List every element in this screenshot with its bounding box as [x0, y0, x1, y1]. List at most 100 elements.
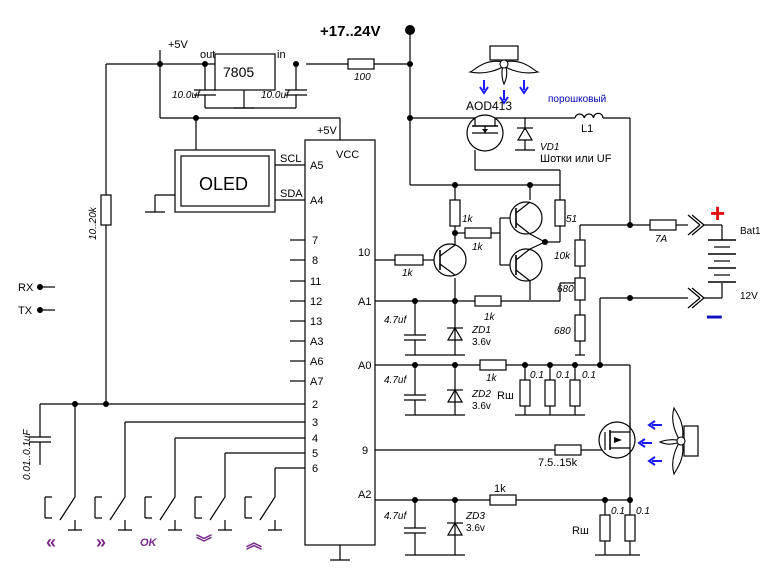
zd1-v-label: 3.6v	[472, 337, 491, 348]
reg-out-label: out	[200, 49, 215, 61]
sda-label: SDA	[280, 188, 303, 200]
mosfet-fan	[598, 421, 636, 470]
fan-right-icon	[658, 406, 699, 476]
vd1-note: Шотки или UF	[540, 153, 612, 165]
button-switches	[44, 490, 282, 531]
r-10k-label: 10k	[554, 251, 571, 262]
r01c-label: 0.1	[582, 370, 596, 381]
regulator-label: 7805	[223, 64, 254, 80]
pullup-label: 10..20k	[88, 206, 99, 240]
button-label-left: «	[46, 532, 56, 552]
r-in-label: 100	[354, 72, 371, 83]
inductor-l1	[574, 112, 604, 119]
plus5-label-mcu: +5V	[317, 125, 338, 137]
pin-a5: A5	[310, 160, 323, 172]
r-a2-label: 1k	[494, 483, 506, 495]
button-label-up: ︽	[246, 533, 262, 552]
r01e-label: 0.1	[636, 506, 650, 517]
r-gate-label: 7.5..15k	[538, 457, 578, 469]
fan-top-icon	[468, 45, 540, 86]
bat-v-label: 12V	[740, 291, 758, 302]
r-a1-label: 1k	[484, 312, 496, 323]
transistor-q1	[433, 243, 467, 277]
battery-plus-sign: +	[710, 198, 725, 228]
button-label-ok: OK	[140, 537, 158, 549]
tx-label: TX	[18, 305, 33, 317]
pin-12: 12	[310, 296, 322, 308]
button-label-down: ︾	[196, 533, 212, 552]
pullup-resistor	[100, 194, 112, 226]
r-a0-label: 1k	[486, 373, 498, 384]
zd3-label: ZD3	[465, 511, 485, 522]
c3-label: 4.7uf	[384, 511, 407, 522]
mosfet-aod413	[410, 114, 525, 152]
r-1k-a-label: 1k	[462, 214, 474, 225]
fuse-label: 7A	[655, 234, 668, 245]
pin-5: 5	[312, 448, 318, 460]
r-680a-label: 680	[557, 284, 574, 295]
r01a-label: 0.1	[530, 370, 544, 381]
pin-10: 10	[358, 247, 370, 259]
vd1-label: VD1	[540, 142, 559, 153]
airflow-arrows-right	[637, 420, 662, 466]
pin-2: 2	[312, 399, 318, 411]
zd2-label: ZD2	[471, 389, 491, 400]
pin-9: 9	[362, 445, 368, 457]
zener-zd1	[446, 326, 464, 341]
r01d-label: 0.1	[611, 506, 625, 517]
supply-label: +17..24V	[320, 23, 380, 40]
r-51-label: 51	[566, 214, 577, 225]
r01b-label: 0.1	[556, 370, 570, 381]
rsh1-label: Rш	[497, 390, 514, 402]
mcu-chip	[304, 139, 376, 546]
pin-4: 4	[312, 433, 318, 445]
battery-minus-sign: –	[706, 299, 723, 332]
oled-label: OLED	[199, 174, 248, 194]
mosfet-top-label: AOD413	[466, 99, 512, 113]
zd1-label: ZD1	[471, 325, 491, 336]
pin-a3: A3	[310, 336, 323, 348]
pin-a0: A0	[358, 360, 371, 372]
c-in-label: 10.0uf	[261, 90, 290, 101]
rx-label: RX	[18, 282, 34, 294]
junction-dots	[37, 61, 633, 503]
bypass-cap-label: 0.01..0.1uF	[22, 429, 33, 480]
c1-label: 4.7uf	[384, 315, 407, 326]
button-label-right: »	[96, 532, 106, 552]
plus5-label-top: +5V	[168, 39, 189, 51]
vcc-label: VCC	[336, 149, 359, 161]
pin-3: 3	[312, 417, 318, 429]
transistor-q2	[509, 201, 546, 243]
pin-a2: A2	[358, 489, 371, 501]
transistor-q3	[509, 241, 546, 290]
l1-label: L1	[581, 123, 593, 135]
rsh2-label: Rш	[572, 525, 589, 537]
zd3-v-label: 3.6v	[466, 523, 485, 534]
zener-zd3	[446, 521, 464, 536]
pin-7: 7	[312, 235, 318, 247]
zd2-v-label: 3.6v	[472, 401, 491, 412]
pin-a1: A1	[358, 296, 371, 308]
c2-label: 4.7uf	[384, 375, 407, 386]
c-out-label: 10.0uf	[172, 90, 201, 101]
r-1k-b-label: 1k	[472, 242, 484, 253]
pin-a4: A4	[310, 195, 323, 207]
diode-vd1	[515, 118, 535, 151]
zener-zd2	[446, 388, 464, 403]
pin-6: 6	[312, 463, 318, 475]
pin-11: 11	[310, 276, 321, 288]
pin-8: 8	[312, 255, 318, 267]
l1-note: порошковый	[548, 94, 606, 105]
regulator-7805	[214, 53, 276, 91]
bat-label: Bat1	[740, 226, 761, 237]
pin-a7: A7	[310, 376, 323, 388]
r-680b-label: 680	[554, 326, 571, 337]
scl-label: SCL	[280, 153, 301, 165]
r-1k-c-label: 1k	[402, 268, 414, 279]
battery-symbol	[708, 239, 736, 283]
pin-a6: A6	[310, 356, 323, 368]
reg-in-label: in	[277, 49, 286, 61]
airflow-arrows-top	[479, 80, 529, 105]
